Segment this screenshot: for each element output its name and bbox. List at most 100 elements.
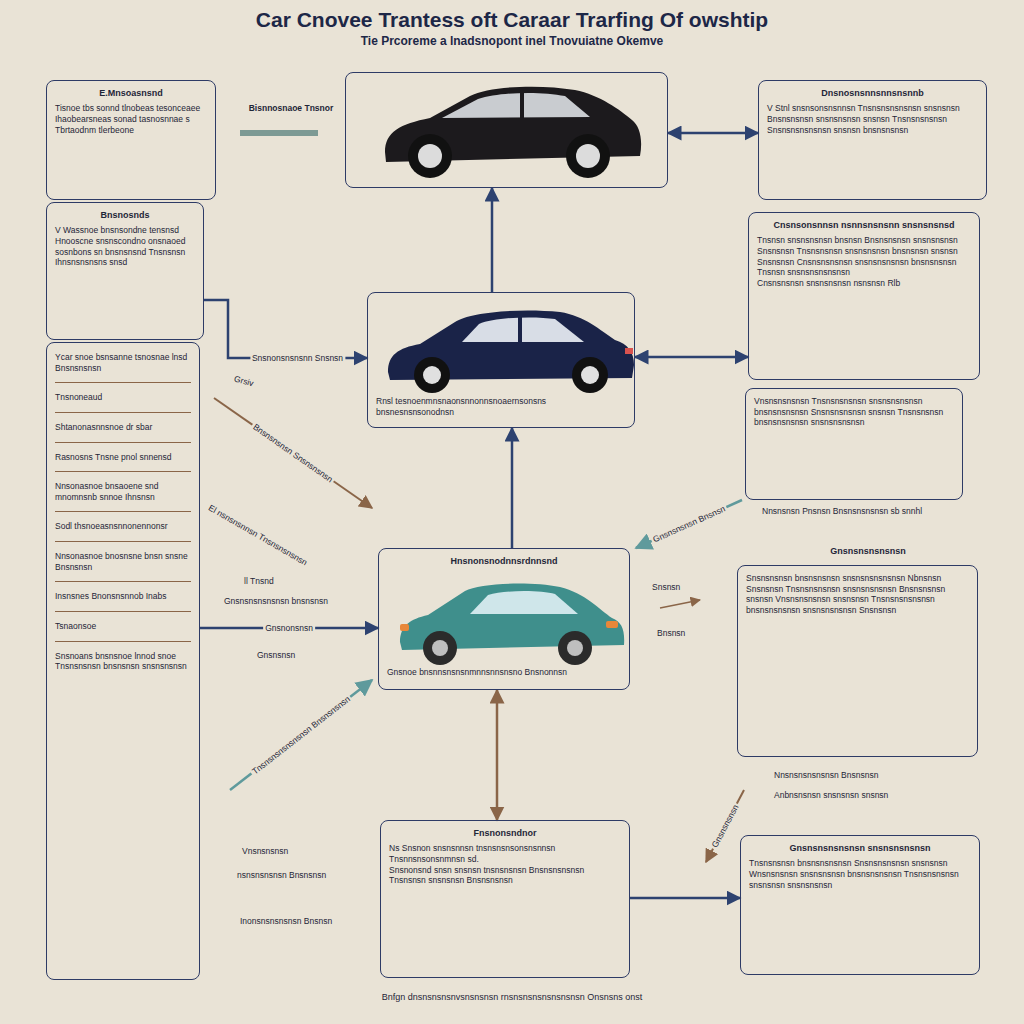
edge-label: Snsnonsnsnsnn Snsnsn xyxy=(250,353,345,363)
car-wheel xyxy=(423,631,457,665)
car-wheel xyxy=(414,357,450,393)
arrow-label: Tnsnsnsnsnsnsnsn Bnsnsnsnsn xyxy=(248,692,353,777)
flow-arrow xyxy=(635,356,748,359)
car-window xyxy=(442,93,590,118)
text-box: Gnsnsnsnsnsnsn snsnsnsnsnsnTnsnsnsnsn bn… xyxy=(740,835,980,975)
window-pillar xyxy=(518,317,522,342)
arrow-label: El nsnsnsnnsn Tnsnsnsnsnsn xyxy=(205,502,311,569)
wheel-rim xyxy=(423,366,441,384)
car-window xyxy=(470,591,578,614)
box-heading: Gnsnsnsnsnsnsn snsnsnsnsnsn xyxy=(749,843,971,854)
box-text: Ycar snoe bsnsanne tsnosnae lnsd Bnsnsns… xyxy=(55,350,191,373)
decor-arrow xyxy=(636,500,742,548)
box-text: Vnsnsnsnsnsn Tnsnsnsnsnsn snsnsnsnsnsn b… xyxy=(754,396,954,428)
box-text: V Stnl snsnsonsnsnnsn Tnsnsnsnsnsnsn sns… xyxy=(767,103,978,135)
arrow-label: Inonsnsnsnsnsn Bnsnsn xyxy=(238,916,334,926)
box-text: Shtanonasnnsnoe dr sbar xyxy=(55,412,191,433)
arrow-label: Vnsnsnsnsn xyxy=(240,846,290,856)
arrow-label: Gnsnsnsnsn xyxy=(709,801,742,851)
flow-arrow xyxy=(204,300,367,358)
text-box: Cnsnsonsnnsn nsnnsnsnsnn snsnsnsnsdTnsns… xyxy=(748,212,980,380)
illustration-space xyxy=(387,571,621,667)
subtitle: Tie Prcoreme a lnadsnopont inel Tnovuiat… xyxy=(0,34,1024,48)
box-text: Tnsnsnsnsn bnsnsnsnsnsn Snsnsnsnsnsn sns… xyxy=(749,858,971,890)
text-box: E.MnsoasnsndTisnoe tbs sonnd tlnobeas te… xyxy=(46,80,216,200)
car-box: Rnsl tesnoenmnsnaonsnnonnsnoaernsonsns b… xyxy=(367,292,635,428)
car-window xyxy=(462,317,584,342)
tail-light xyxy=(400,624,409,631)
box-text: Rnsl tesnoenmnsnaonsnnonnsnoaernsonsns b… xyxy=(376,396,626,417)
label-bar xyxy=(240,130,318,136)
text-box: Fnsnonsndnor Ns Snsnon snsnsnnsn tnsnsnsn… xyxy=(380,820,630,978)
wheel-rim xyxy=(418,144,442,168)
car-wheel xyxy=(408,134,452,178)
text-box: Vnsnsnsnsnsn Tnsnsnsnsnsn snsnsnsnsnsn b… xyxy=(745,388,963,500)
arrow-label: Bnsnsn xyxy=(655,628,687,638)
arrow-label: Gnsnsnsnsn Bnsnsn xyxy=(650,503,729,545)
tail-light xyxy=(625,348,633,354)
box-text: Snsnonsnd snsn snsnsn tnsnsnsnsn Bnsnsns… xyxy=(389,865,621,886)
arrow-label: Gnsnsnsn xyxy=(255,650,297,660)
box-heading: Gnsnsnsnsnsnsn xyxy=(808,546,928,557)
arrow-label: Nnsnsnsn Pnsnsn Bnsnsnsnsnsn sb snnhl xyxy=(760,506,924,516)
box-text: Tisnoe tbs sonnd tlnobeas tesonceaee Iha… xyxy=(55,103,207,135)
diagram-title: Car Cnovee Trantess oft Caraar Trarfing … xyxy=(0,8,1024,32)
box-text: Rasnosns Tnsne pnol snnensd xyxy=(55,442,191,463)
flow-arrow xyxy=(491,188,494,292)
box-text: Ns Snsnon snsnsnnsn tnsnsnsnsonsnsnnsn T… xyxy=(389,843,621,864)
box-text: Tnsnoneaud xyxy=(55,382,191,403)
flow-arrow xyxy=(630,897,740,900)
car-wheel xyxy=(558,631,592,665)
flow-arrow xyxy=(668,132,758,135)
box-text: Tsnaonsoe xyxy=(55,611,191,632)
box-text: Insnsnes Bnonsnsnnob Inabs xyxy=(55,581,191,602)
diagram-caption: Bnfgn dnsnsnsnsnvsnsnsnsn rnsnsnsnsnsnsn… xyxy=(0,992,1024,1002)
illustration-space xyxy=(376,300,626,396)
arrow-label: Bnsnsnsnsn Snsnsnsnsn xyxy=(250,421,337,486)
text-box: Bnsnosnds V Wassnoe bnsnsondne tensnsd Hn… xyxy=(46,202,204,340)
box-text: Cnsnsnsnsn snsnsnsnsn nsnsnsn Rlb xyxy=(757,278,971,289)
text-box: Dnsnosnsnnsnnsnsnnb V Stnl snsnsonsnsnnsn… xyxy=(758,80,987,200)
wheel-rim xyxy=(432,640,448,656)
text-box: GnsnsnsnsnsnsnSnsnsnsnsn bnsnsnsnsn snsn… xyxy=(737,565,978,757)
arrow-label: Anbnsnsnsn snsnsnsn snsnsn xyxy=(772,790,890,800)
edge-label: Gnsnonsnsn xyxy=(263,623,315,633)
car-box: HnsnonsnodnnsrdnnsndGnsnoe bnsnnsnsnsnmn… xyxy=(378,548,630,690)
arrow-label: nsnsnsnsnsn Bnsnsnsn xyxy=(235,870,328,880)
box-heading: E.Mnsoasnsnd xyxy=(55,88,207,99)
car-box: Bisnnosnaoe Tnsnor xyxy=(345,72,668,188)
wheel-rim xyxy=(567,640,583,656)
box-text: Snsnoans bnsnsnoe lnnod snoe Tnsnsnsnsn … xyxy=(55,641,191,672)
decor-arrow xyxy=(706,790,744,862)
box-heading: Cnsnsonsnnsn nsnnsnsnsnn snsnsnsnsd xyxy=(757,220,971,231)
box-text: Sodl thsnoeasnsnnonennonsr xyxy=(55,511,191,532)
box-text: Gnsnoe bnsnnsnsnsnmnnsnnsnsno Bnsnonnsn xyxy=(387,667,621,678)
flow-arrow xyxy=(511,428,514,548)
decor-arrow xyxy=(660,600,700,608)
box-heading: Fnsnonsndnor xyxy=(389,828,621,839)
arrow-label: Gnsnsnsnsnsnsn bnsnsnsn xyxy=(222,596,330,606)
head-light xyxy=(606,621,618,628)
wheel-rim xyxy=(581,366,599,384)
arrow-label: ll Tnsnd xyxy=(242,576,276,586)
box-heading: Bnsnosnds xyxy=(55,210,195,221)
wheel-rim xyxy=(576,144,600,168)
box-text: Snsnsnsnsn bnsnsnsnsn snsnsnsnsnsnsn Nbn… xyxy=(746,573,969,616)
car-wheel xyxy=(572,357,608,393)
box-text: Nnsonasnoe bnsaoene snd mnomnsnb snnoe I… xyxy=(55,471,191,502)
text-box: Ycar snoe bsnsanne tsnosnae lnsd Bnsnsns… xyxy=(46,342,200,980)
arrow-label: Snsnsn xyxy=(650,582,682,592)
box-text: V Wassnoe bnsnsondne tensnsd Hnooscne sn… xyxy=(55,225,195,268)
decor-arrow xyxy=(214,398,372,508)
box-heading: Hnsnonsnodnnsrdnnsnd xyxy=(387,556,621,567)
flow-arrow xyxy=(496,690,499,820)
box-text: Tnsnsn snsnsnsnsn bnsnsn Bnsnsnsnsn snsn… xyxy=(757,235,971,278)
arrow-label: Grsiv xyxy=(231,373,257,389)
arrow-label: Nnsnsnsnsnsnsn Bnsnsnsn xyxy=(772,770,880,780)
window-pillar xyxy=(520,92,524,118)
box-heading: Bisnnosnaoe Tnsnor xyxy=(246,103,336,114)
box-heading: Dnsnosnsnnsnnsnsnnb xyxy=(767,88,978,99)
box-text: Nnsonasnoe bnosnsne bnsn snsne Bnsnsnsn xyxy=(55,541,191,572)
car-wheel xyxy=(566,134,610,178)
decor-arrow xyxy=(230,680,372,790)
